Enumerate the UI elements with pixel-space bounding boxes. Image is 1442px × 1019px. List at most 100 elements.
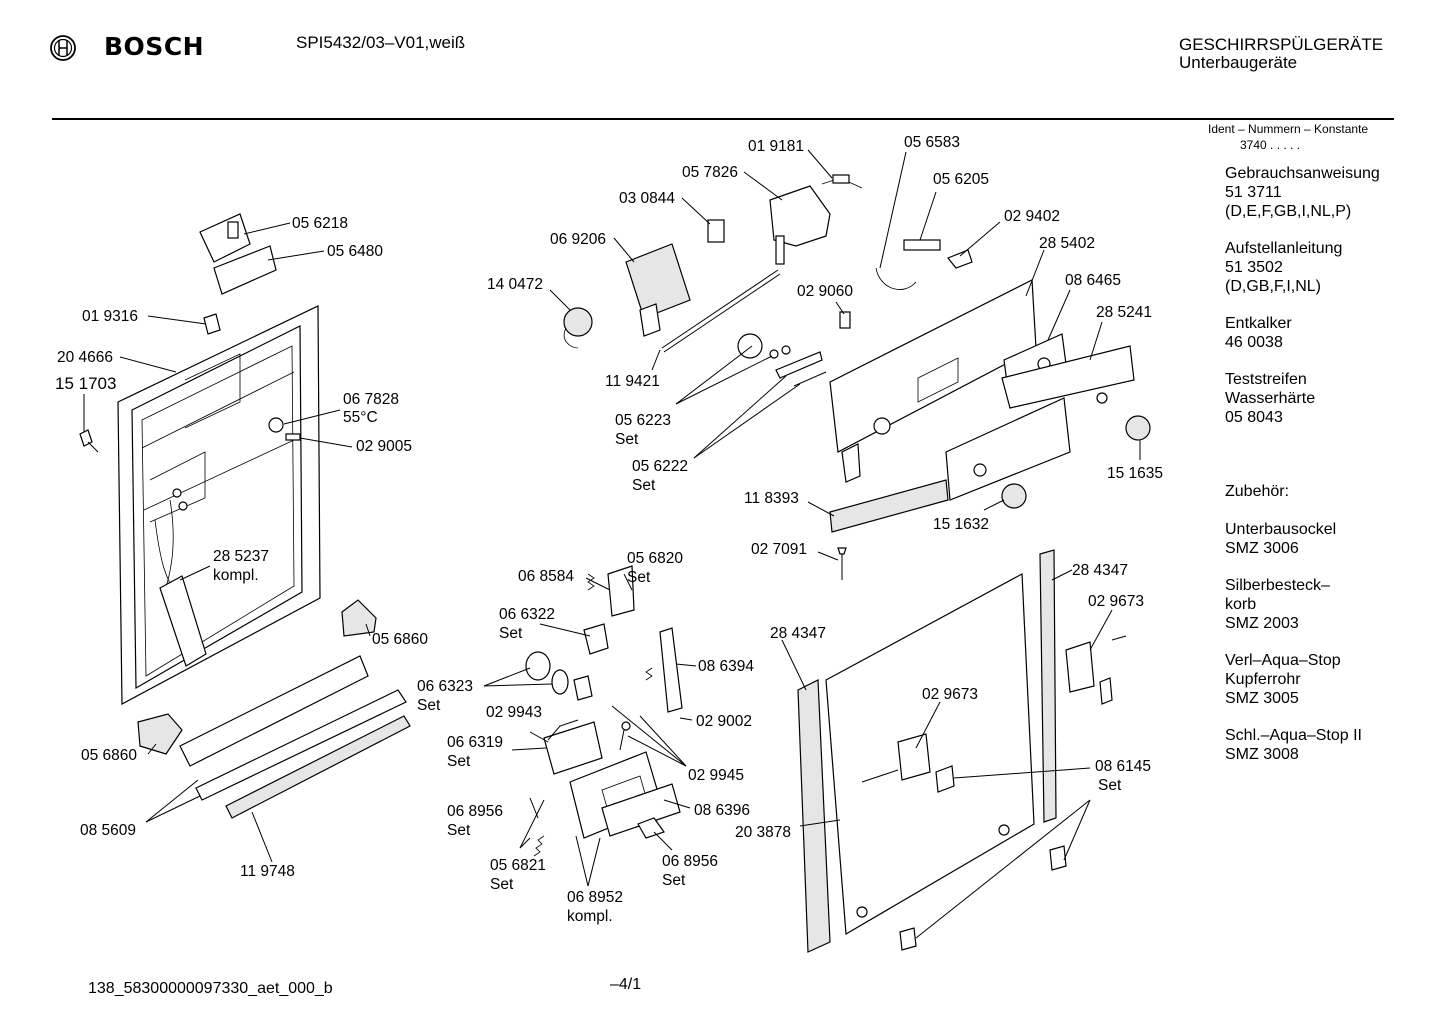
latch-part [607,565,635,617]
sidebar-line: (D,E,F,GB,I,NL,P) [1225,203,1352,220]
part-label: 08 6145 [1095,758,1152,775]
sidebar-line: Zubehör: [1225,483,1290,500]
bracket-part [935,765,955,793]
part-label: 05 7826 [682,164,739,181]
sidebar-line: Verl–Aqua–Stop [1225,652,1341,669]
wire-harness-part [875,239,973,290]
part-label: kompl. [213,567,259,584]
part-label: 05 6223 [615,412,672,429]
sidebar-block-aquastop2: Schl.–Aqua–Stop II SMZ 3008 [1225,726,1362,764]
part-label: 15 1703 [55,374,117,393]
part-label: Set [490,876,514,893]
part-label: 11 8393 [744,490,799,507]
side-strip-left-part [797,679,831,953]
clip-small-part [839,311,851,329]
document-id: 138_58300000097330_aet_000_b [88,980,333,997]
sidebar-line: SMZ 2003 [1225,615,1299,632]
sidebar-line: 46 0038 [1225,334,1283,351]
part-label: 02 9673 [1088,593,1145,610]
hinge-center-part [861,733,931,783]
clip-part [203,313,221,335]
part-label: 02 9005 [356,438,413,455]
flap-part [543,719,603,775]
sidebar-line: Unterbausockel [1225,521,1337,538]
sidebar-line: korb [1225,596,1257,613]
thermostat-part [268,417,301,441]
door-seal-strip-part [159,575,207,667]
knob-right-part [1125,415,1151,441]
part-label: 03 0844 [619,190,676,207]
part-label: Set [499,625,523,642]
part-label: 28 4347 [1072,562,1129,579]
part-label: 05 6860 [372,631,429,648]
part-label: 28 5241 [1096,304,1153,321]
part-label: 01 9316 [82,308,139,325]
part-label: 05 6205 [933,171,990,188]
part-label: Set [627,569,651,586]
part-label: 06 6319 [447,734,504,751]
corner-cap-right-part [341,599,377,637]
knob-left-part [1001,483,1027,509]
part-label: 05 6860 [81,747,138,764]
part-label: 55°C [343,409,378,426]
switch-bracket-part [769,185,831,265]
sidebar-line: (D,GB,F,I,NL) [1225,278,1322,295]
part-label: Set [615,431,639,448]
part-label: 02 9945 [688,767,745,784]
part-label: 08 6396 [694,802,751,819]
sidebar-line: SMZ 3005 [1225,690,1299,707]
part-label: 08 6394 [698,658,755,675]
part-label: 11 9421 [605,373,660,390]
foot-left-part [899,927,917,951]
brand-name: BOSCH [104,32,205,61]
timer-part [625,243,691,337]
part-label: 02 9673 [922,686,979,703]
handle-strip-part [829,479,949,533]
part-label: Set [662,872,686,889]
part-label: 05 6821 [490,857,547,874]
header-rule [52,118,1394,120]
part-label: 02 9060 [797,283,854,300]
hinge-right-part [1065,635,1127,705]
ident-value: 3740 . . . . . [1240,138,1301,152]
selector-disc-part [737,333,791,359]
side-strip-right-part [1039,549,1057,823]
part-label: 28 4347 [770,625,827,642]
inner-door-panel [117,305,321,705]
screw-part [79,429,99,453]
lever-part [583,623,609,655]
part-label: 28 5402 [1039,235,1096,252]
bosch-logo-icon [50,35,76,61]
part-label: 20 3878 [735,824,792,841]
part-label: 06 6323 [417,678,474,695]
part-label: 06 8584 [518,568,575,585]
sidebar-line: Wasserhärte [1225,390,1316,407]
part-label: Set [632,477,656,494]
seal-frame-part [601,783,681,837]
sidebar-block-aquastop: Verl–Aqua–Stop Kupferrohr SMZ 3005 [1225,651,1341,708]
part-label: 02 9943 [486,704,543,721]
part-label: 11 9748 [240,863,295,880]
part-label: 05 6583 [904,134,961,151]
sidebar-line: Aufstellanleitung [1225,240,1343,257]
category-title: GESCHIRRSPÜLGERÄTE [1179,35,1384,54]
sidebar-line: Kupferrohr [1225,671,1301,688]
glass-panel-part [945,397,1071,501]
sidebar-line: Gebrauchsanweisung [1225,165,1380,182]
part-label: 02 9402 [1004,208,1061,225]
sidebar-line: SMZ 3008 [1225,746,1299,763]
cap-part [525,651,593,701]
sidebar-block-plinth: Unterbausockel SMZ 3006 [1225,520,1336,558]
model-number: SPI5432/03–V01,weiß [296,33,466,52]
part-label: 08 5609 [80,822,137,839]
part-label: Set [447,753,471,770]
sidebar-line: Schl.–Aqua–Stop II [1225,727,1362,744]
part-label: 15 1632 [933,516,990,533]
part-label: 06 7828 [343,391,400,408]
part-label: 02 7091 [751,541,808,558]
foot-right-part [1049,845,1067,871]
part-label: 02 9002 [696,713,753,730]
part-label: 05 6480 [327,243,384,260]
part-label: 06 6322 [499,606,556,623]
rod-part [661,269,781,353]
